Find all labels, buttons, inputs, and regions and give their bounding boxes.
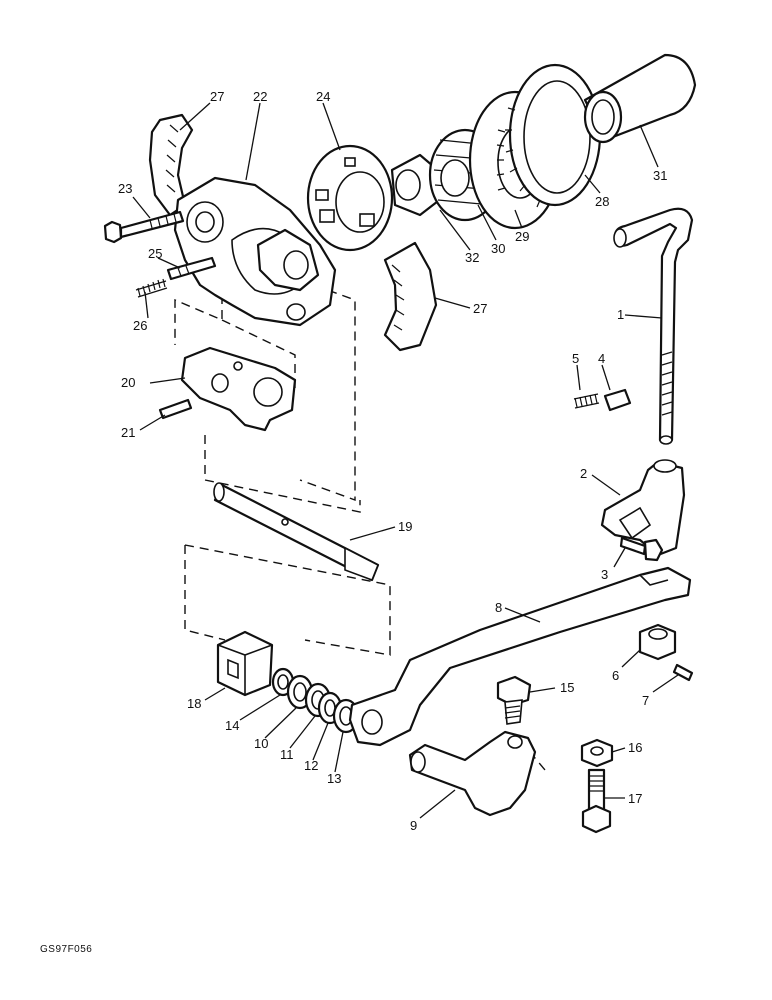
label-12: 12	[304, 758, 318, 773]
part-16-nut	[580, 738, 614, 768]
part-28-toothed-ring	[505, 63, 602, 208]
label-16: 16	[628, 740, 642, 755]
label-13: 13	[327, 771, 341, 786]
part-21-pin	[158, 398, 193, 420]
label-11: 11	[280, 747, 294, 762]
label-5: 5	[572, 351, 579, 366]
label-22: 22	[253, 89, 267, 104]
alignment-guides	[174, 265, 546, 771]
label-2: 2	[580, 466, 587, 481]
part-17-bolt	[581, 768, 612, 834]
label-32: 32	[465, 250, 479, 265]
part-25-pin	[166, 256, 217, 281]
leader-lines	[132, 102, 679, 819]
label-19: 19	[398, 519, 412, 534]
label-6: 6	[612, 668, 619, 683]
part-20-yoke	[180, 346, 297, 432]
label-20: 20	[121, 375, 135, 390]
part-7-pin	[672, 663, 694, 682]
part-5-spring	[573, 393, 600, 409]
label-30: 30	[491, 241, 505, 256]
part-18-block	[216, 630, 274, 697]
part-4-plunger	[603, 388, 632, 412]
part-31-sleeve	[583, 53, 697, 144]
drawing-reference-code: GS97F056	[40, 944, 93, 955]
label-25: 25	[148, 246, 162, 261]
label-24: 24	[316, 89, 330, 104]
part-8-lever	[348, 566, 692, 747]
label-31: 31	[653, 168, 667, 183]
part-24-thrust-plate	[306, 144, 394, 252]
label-15: 15	[560, 680, 574, 695]
label-27-upper: 27	[210, 89, 224, 104]
part-6-collar	[638, 623, 677, 661]
label-14: 14	[225, 718, 239, 733]
part-2-bracket	[600, 459, 686, 557]
part-15-bolt	[496, 675, 532, 725]
part-9-arm	[408, 730, 537, 817]
label-7: 7	[642, 693, 649, 708]
part-27-lower-segment	[383, 241, 438, 352]
part-22-housing	[173, 176, 337, 327]
label-18: 18	[187, 696, 201, 711]
part-3-bolt	[619, 536, 664, 562]
label-8: 8	[495, 600, 502, 615]
label-29: 29	[515, 229, 529, 244]
label-21: 21	[121, 425, 135, 440]
label-9: 9	[410, 818, 417, 833]
part-number-labels: 27 22 24 23 25 26 27 31 28 29 30 32 1 5 …	[118, 89, 667, 833]
label-28: 28	[595, 194, 609, 209]
label-4: 4	[598, 351, 605, 366]
label-26: 26	[133, 318, 147, 333]
label-1: 1	[617, 307, 624, 322]
label-10: 10	[254, 736, 268, 751]
label-17: 17	[628, 791, 642, 806]
label-27-lower: 27	[473, 301, 487, 316]
part-23-bolt	[103, 210, 185, 244]
part-26-spring	[135, 278, 168, 298]
part-1-rod	[613, 207, 694, 445]
label-3: 3	[601, 567, 608, 582]
part-19-shaft	[213, 482, 380, 582]
label-23: 23	[118, 181, 132, 196]
